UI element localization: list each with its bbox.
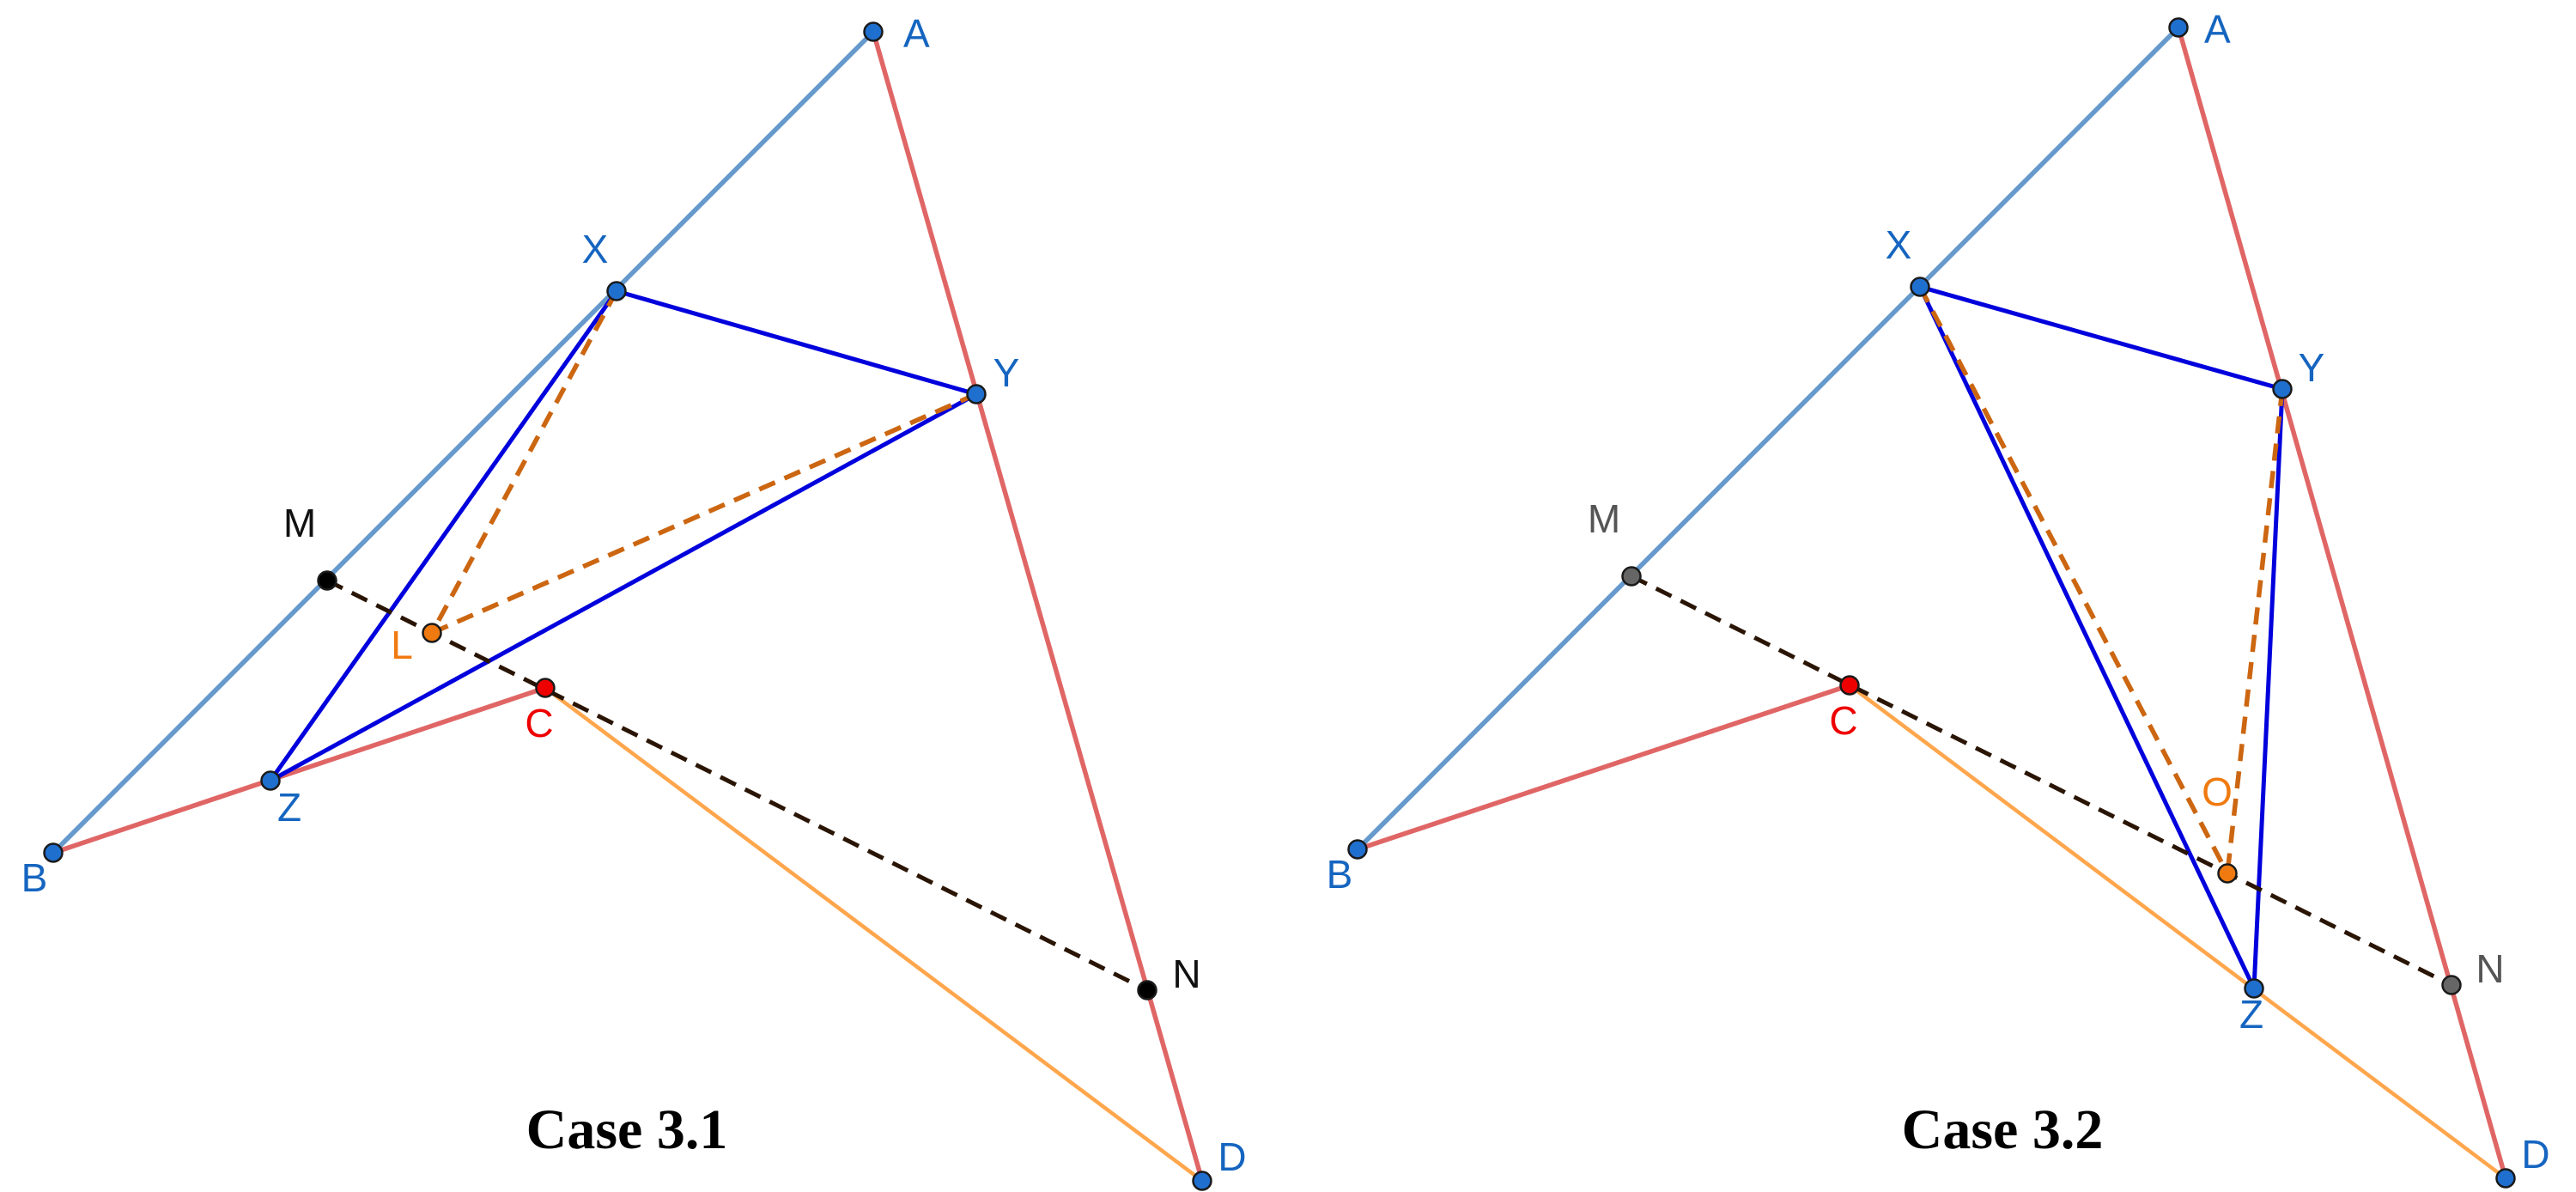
point-y: [966, 384, 987, 404]
label-y: Y: [2299, 345, 2325, 390]
point-o: [2217, 863, 2238, 884]
label-m: M: [1588, 496, 1620, 541]
segment-bc: [51, 685, 548, 855]
point-c: [1839, 675, 1860, 696]
label-c: C: [1829, 698, 1857, 743]
panel-2: A B C D X Y Z M N O Case 3.2: [1327, 7, 2550, 1189]
point-z: [260, 770, 281, 791]
point-x: [606, 281, 627, 301]
dashed-segment-xl: [429, 289, 619, 635]
point-m: [1621, 566, 1642, 587]
point-d: [1192, 1171, 1212, 1191]
label-x: X: [582, 227, 609, 271]
dashed-segment-xo: [1917, 285, 2230, 875]
point-y: [2272, 379, 2293, 399]
segment-xy: [614, 289, 979, 397]
label-o: O: [2202, 769, 2233, 814]
dashed-segment-mn: [325, 578, 1149, 993]
label-a: A: [903, 11, 930, 56]
dashed-segment-mn: [1630, 574, 2453, 988]
point-x: [1910, 277, 1930, 297]
segment-xy: [1917, 284, 2285, 392]
point-a: [863, 21, 884, 42]
label-l: L: [391, 623, 413, 667]
label-d: D: [1218, 1134, 1246, 1179]
point-l: [422, 623, 442, 643]
segment-cd: [543, 685, 1205, 1183]
segment-ab: [51, 29, 876, 855]
point-z: [2244, 978, 2264, 999]
label-b: B: [21, 855, 48, 900]
segment-cd: [1847, 683, 2508, 1181]
dashed-segment-yo: [2225, 388, 2285, 874]
label-d: D: [2521, 1132, 2549, 1177]
label-n: N: [2476, 946, 2504, 991]
label-z: Z: [277, 785, 301, 830]
label-b: B: [1327, 852, 1353, 897]
label-y: Y: [993, 350, 1020, 395]
caption: Case 3.1: [526, 1098, 728, 1161]
point-b: [43, 842, 64, 863]
label-c: C: [525, 701, 553, 745]
panel-1: A B C D X Y Z M N L Case 3.1: [21, 11, 1247, 1191]
segment-ad: [871, 29, 1205, 1183]
point-m: [317, 570, 337, 591]
point-a: [2168, 17, 2189, 38]
label-z: Z: [2239, 992, 2263, 1037]
label-m: M: [283, 501, 316, 545]
segment-ab: [1355, 25, 2181, 852]
caption: Case 3.2: [1902, 1098, 2104, 1161]
point-b: [1347, 839, 1368, 860]
label-a: A: [2204, 7, 2231, 52]
label-n: N: [1172, 952, 1200, 996]
point-n: [1137, 980, 1157, 1000]
segment-xz: [268, 289, 619, 783]
segment-xz: [1917, 284, 2257, 991]
point-n: [2441, 975, 2462, 995]
dashed-segment-yl: [430, 392, 978, 636]
segment-yz: [268, 392, 979, 783]
segment-bc: [1355, 683, 1852, 852]
point-c: [535, 678, 556, 698]
segment-ad: [2176, 25, 2508, 1181]
point-d: [2495, 1168, 2516, 1189]
label-x: X: [1886, 222, 1912, 267]
